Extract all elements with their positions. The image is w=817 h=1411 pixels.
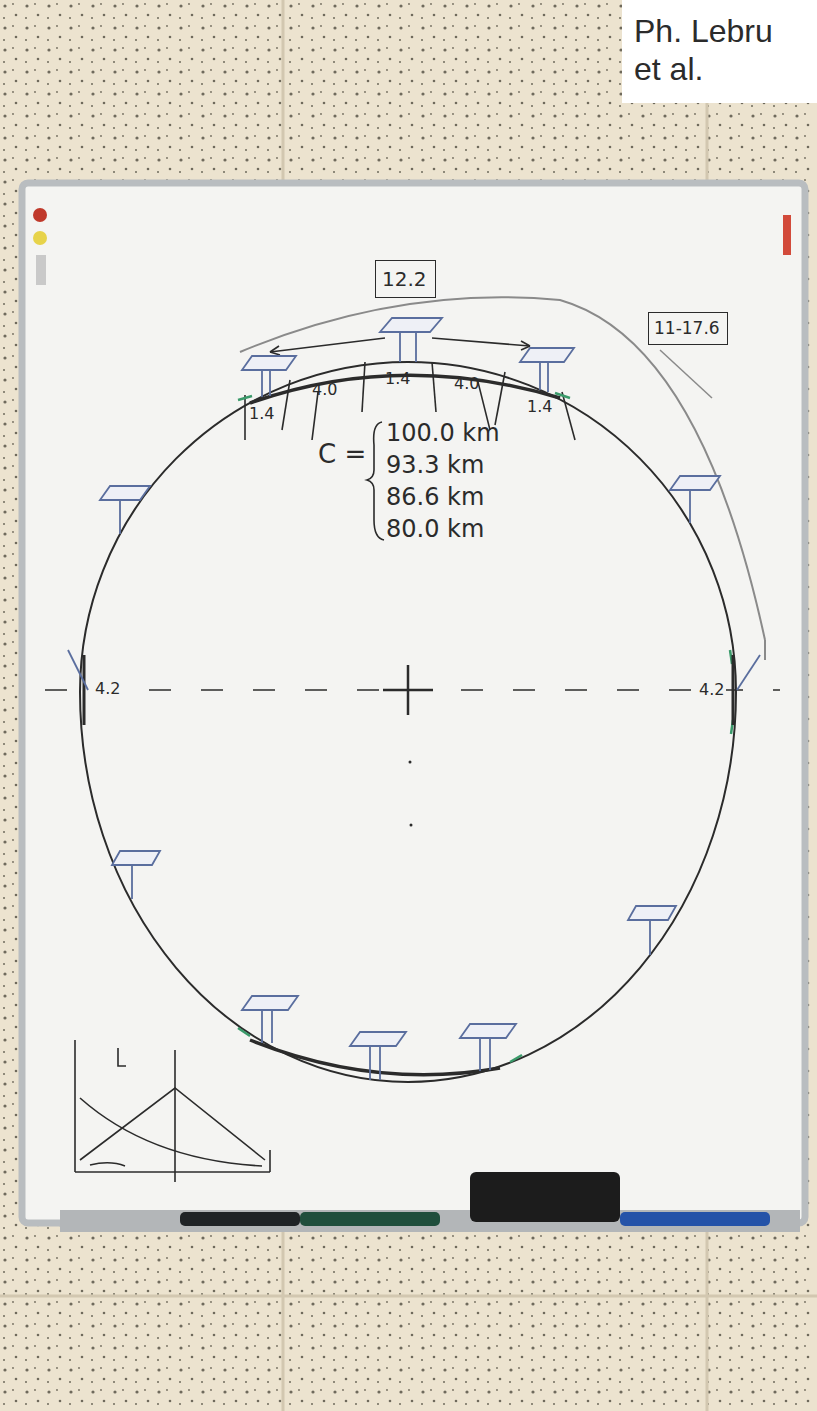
circumference-label: C = bbox=[318, 440, 366, 470]
circumference-value: 86.6 km bbox=[386, 484, 484, 512]
length-label: 1.4 bbox=[527, 398, 552, 416]
dot bbox=[409, 761, 412, 764]
marker bbox=[300, 1212, 440, 1226]
sticker bbox=[33, 231, 47, 245]
marker-dash bbox=[238, 393, 733, 1062]
length-label: 4.2 bbox=[697, 681, 726, 699]
straight-section bbox=[250, 375, 560, 1075]
circumference-value: 100.0 km bbox=[386, 420, 500, 448]
length-label: 4.0 bbox=[312, 381, 337, 399]
bypass-arc bbox=[764, 640, 766, 660]
access-shaft bbox=[68, 318, 760, 1080]
sketch-plot bbox=[75, 1040, 270, 1182]
collider-ring bbox=[80, 362, 736, 1082]
marker bbox=[180, 1212, 300, 1226]
brace bbox=[367, 422, 384, 540]
axis-line bbox=[45, 689, 780, 691]
value-box: 12.2 bbox=[375, 260, 436, 298]
brand-logo bbox=[783, 215, 791, 255]
sticker bbox=[33, 208, 47, 222]
dot bbox=[410, 824, 413, 827]
box-text: 12.2 bbox=[382, 267, 429, 291]
value-box: 11-17.6 bbox=[648, 312, 728, 345]
whiteboard bbox=[22, 183, 805, 1223]
length-label: 1.4 bbox=[249, 405, 274, 423]
centre-cross bbox=[383, 665, 433, 715]
marker-tray bbox=[60, 1210, 800, 1232]
leader-line bbox=[660, 350, 712, 398]
box-text: Ph. Lebru et al. bbox=[634, 12, 805, 89]
box-text: 11-17.6 bbox=[654, 318, 722, 338]
circumference-value: 93.3 km bbox=[386, 452, 484, 480]
bypass-arc bbox=[240, 297, 765, 640]
length-label: 4.2 bbox=[93, 680, 122, 698]
sticker bbox=[36, 255, 46, 285]
eraser bbox=[470, 1172, 620, 1222]
marker bbox=[620, 1212, 770, 1226]
length-label: 4.0 bbox=[454, 375, 479, 393]
circumference-value: 80.0 km bbox=[386, 516, 484, 544]
credit-box: Ph. Lebru et al. bbox=[622, 0, 817, 103]
length-label: 1.4 bbox=[385, 370, 410, 388]
